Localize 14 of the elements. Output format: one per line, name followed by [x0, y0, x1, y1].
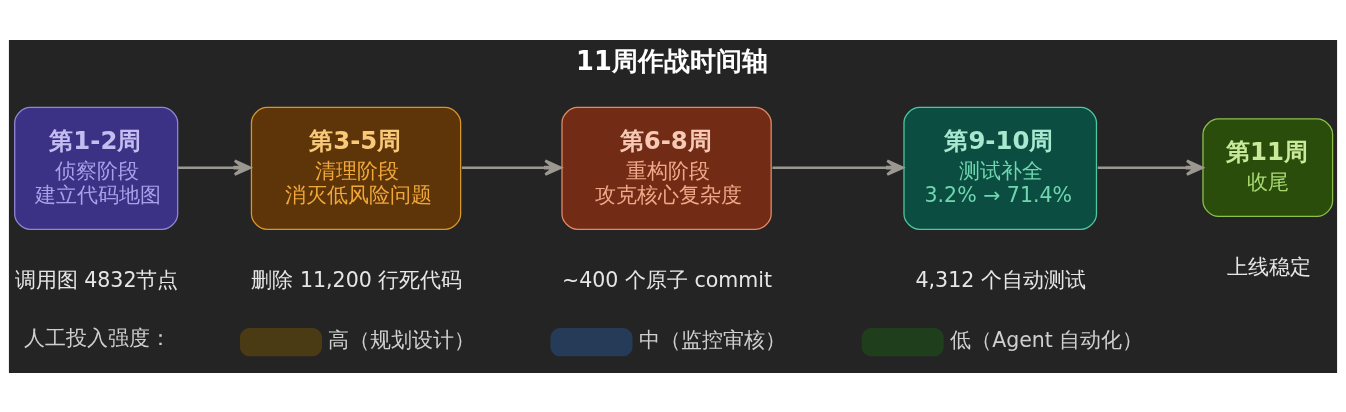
arrow [1097, 158, 1204, 176]
node-label: 4,312 个自动测试 [915, 267, 1086, 292]
arrow [461, 158, 562, 176]
legend-label: 低（Agent 自动化） [950, 327, 1144, 352]
node-label: 上线稳定 [1226, 254, 1311, 279]
label: 人工投入强度： [24, 325, 172, 350]
arrow [772, 158, 904, 176]
diagram-title: 11周作战时间轴 [576, 45, 768, 76]
node-label: ~400 个原子 commit [562, 267, 772, 292]
legend-label: 高（规划设计） [328, 327, 476, 352]
legend-label: 中（监控审核） [638, 327, 786, 352]
arrow [177, 158, 252, 176]
node-label: 删除 11,200 行死代码 [251, 267, 463, 292]
node-label: 调用图 4832节点 [14, 267, 179, 292]
